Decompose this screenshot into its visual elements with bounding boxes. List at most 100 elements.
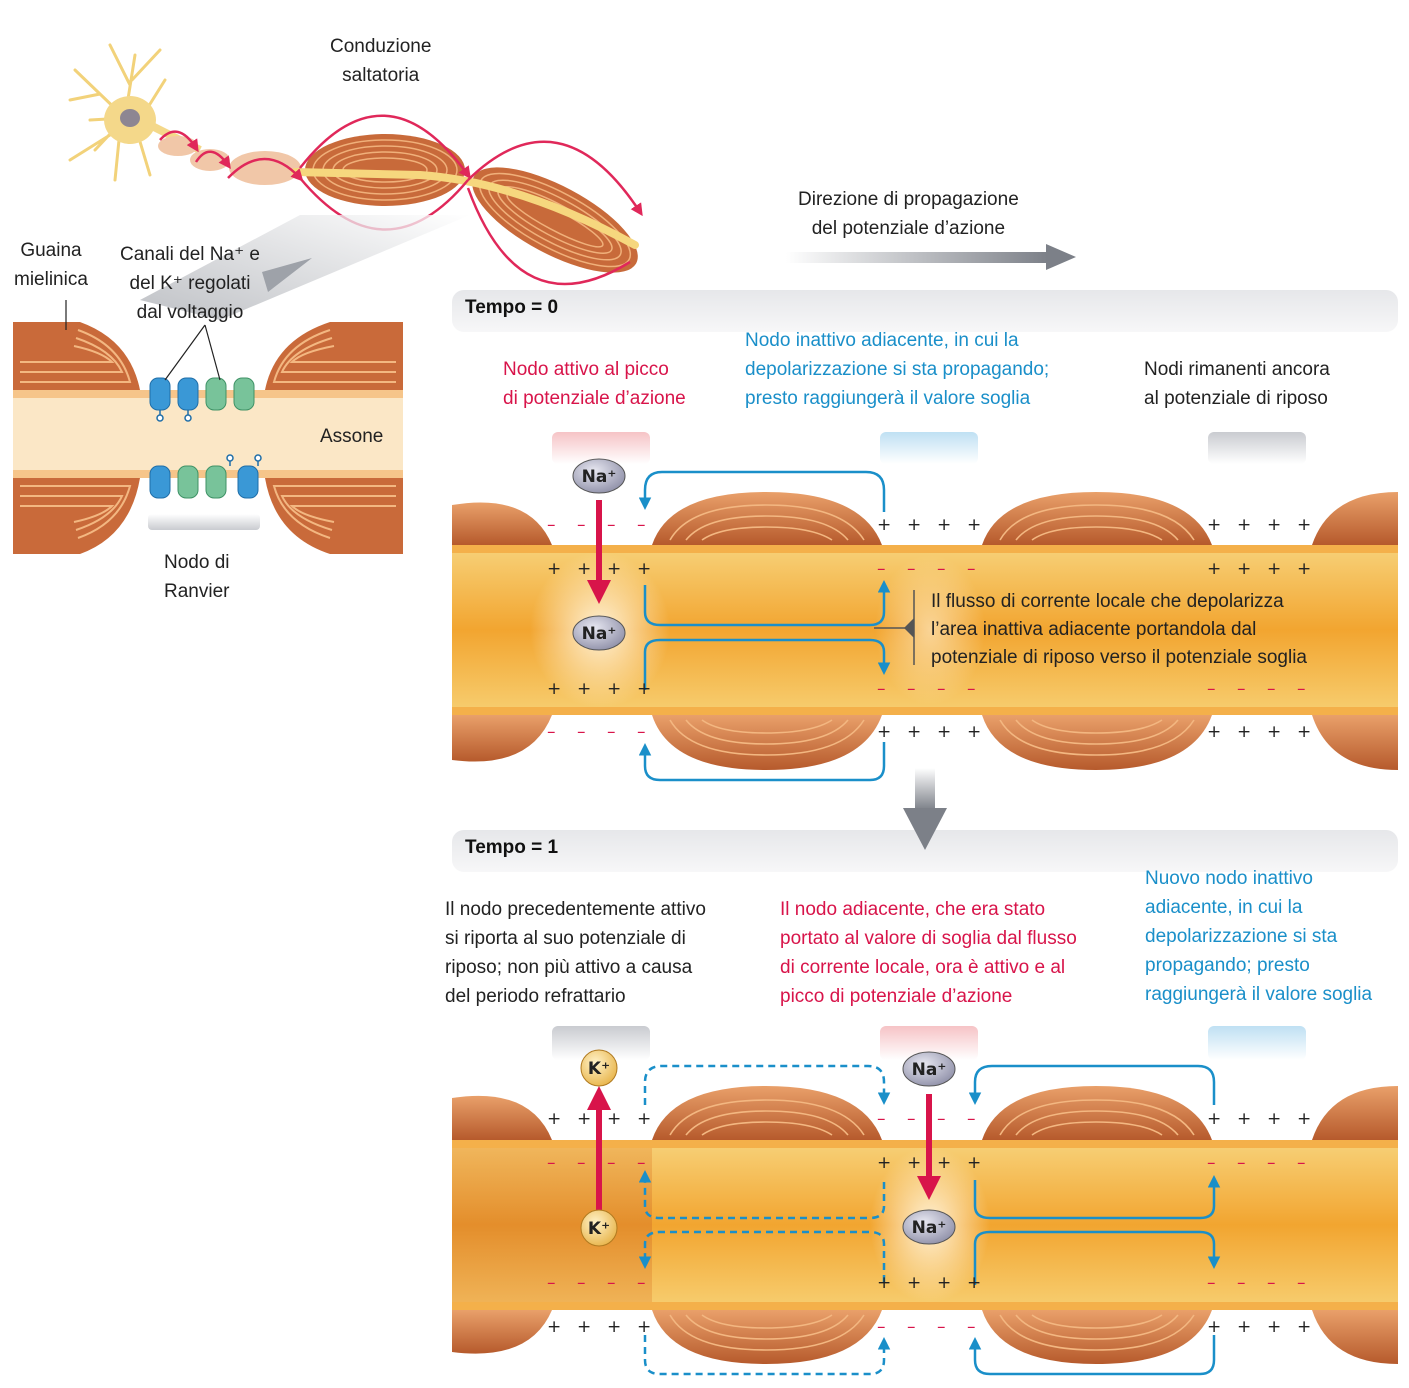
- tag-adj-t1: [880, 1026, 978, 1060]
- svg-text:+: +: [1237, 559, 1251, 579]
- voltage-gated-channels: [149, 377, 262, 499]
- svg-text:–: –: [967, 1317, 976, 1337]
- time0-bar: [452, 290, 1398, 332]
- svg-text:+: +: [907, 1153, 921, 1173]
- svg-text:+: +: [1297, 1317, 1311, 1337]
- svg-text:–: –: [607, 722, 616, 742]
- svg-text:–: –: [877, 559, 886, 579]
- svg-text:–: –: [1207, 679, 1216, 699]
- svg-text:–: –: [1237, 1273, 1246, 1293]
- na-ion-top-t1: Na⁺: [902, 1051, 956, 1087]
- svg-text:–: –: [937, 1317, 946, 1337]
- svg-text:–: –: [1297, 1273, 1306, 1293]
- zoom-arrow-icon: [262, 258, 312, 292]
- svg-text:–: –: [877, 1109, 886, 1129]
- svg-text:–: –: [547, 515, 556, 535]
- svg-text:–: –: [637, 515, 646, 535]
- k-ion-bottom-t1: K⁺: [580, 1209, 618, 1247]
- tag-new-t1: [1208, 1026, 1306, 1060]
- svg-text:+: +: [937, 1273, 951, 1293]
- svg-text:+: +: [1267, 1109, 1281, 1129]
- svg-text:+: +: [877, 515, 891, 535]
- svg-text:–: –: [637, 722, 646, 742]
- svg-text:+: +: [637, 559, 651, 579]
- node-bracket: [148, 514, 260, 530]
- svg-text:–: –: [907, 1109, 916, 1129]
- svg-text:+: +: [937, 1153, 951, 1173]
- svg-text:–: –: [937, 559, 946, 579]
- svg-text:–: –: [967, 679, 976, 699]
- charges-t0: –––– ++++ ++++ ++++ –––– ++++ ++++ –––– …: [547, 515, 1311, 742]
- svg-text:–: –: [607, 515, 616, 535]
- svg-text:+: +: [1207, 559, 1221, 579]
- na-ion-bottom-t0: Na⁺: [572, 615, 626, 651]
- svg-text:+: +: [1237, 1109, 1251, 1129]
- svg-text:+: +: [907, 1273, 921, 1293]
- svg-text:–: –: [637, 1153, 646, 1173]
- svg-text:–: –: [937, 679, 946, 699]
- svg-text:+: +: [907, 515, 921, 535]
- svg-text:+: +: [1237, 722, 1251, 742]
- svg-text:–: –: [547, 1153, 556, 1173]
- svg-text:+: +: [967, 515, 981, 535]
- axon-time0: [452, 492, 1398, 770]
- svg-text:–: –: [1297, 1153, 1306, 1173]
- local-current-t1: [968, 1064, 1221, 1376]
- time1-bar: [452, 830, 1398, 872]
- svg-text:–: –: [1207, 1273, 1216, 1293]
- time-transition-arrow: [903, 768, 947, 850]
- local-current-t0: [638, 470, 891, 782]
- tag-active-t0: [552, 432, 650, 464]
- svg-text:+: +: [577, 1317, 591, 1337]
- svg-text:+: +: [1207, 722, 1221, 742]
- svg-text:+: +: [637, 1109, 651, 1129]
- svg-text:+: +: [577, 559, 591, 579]
- charges-t1: ++++ –––– ++++ –––– ++++ –––– –––– ++++ …: [547, 1109, 1311, 1337]
- k-ion-top-t1: K⁺: [580, 1049, 618, 1087]
- svg-text:+: +: [637, 679, 651, 699]
- svg-text:–: –: [577, 722, 586, 742]
- svg-text:Na⁺: Na⁺: [582, 624, 617, 644]
- svg-text:+: +: [637, 1317, 651, 1337]
- na-ion-top-t0: Na⁺: [572, 458, 626, 494]
- svg-text:–: –: [1267, 1153, 1276, 1173]
- svg-text:–: –: [577, 1273, 586, 1293]
- svg-text:–: –: [637, 1273, 646, 1293]
- tag-inactive-t0: [880, 432, 978, 464]
- svg-text:–: –: [607, 1273, 616, 1293]
- svg-text:+: +: [937, 515, 951, 535]
- svg-text:–: –: [877, 679, 886, 699]
- svg-text:+: +: [907, 722, 921, 742]
- tag-prev-t1: [552, 1026, 650, 1060]
- svg-text:–: –: [1267, 679, 1276, 699]
- tag-resting-t0: [1208, 432, 1306, 464]
- na-ion-bottom-t1: Na⁺: [902, 1209, 956, 1245]
- svg-text:+: +: [1267, 722, 1281, 742]
- svg-text:Na⁺: Na⁺: [912, 1060, 947, 1080]
- svg-text:+: +: [1297, 559, 1311, 579]
- svg-text:–: –: [577, 1153, 586, 1173]
- svg-text:+: +: [1297, 515, 1311, 535]
- svg-text:+: +: [967, 1273, 981, 1293]
- svg-text:+: +: [877, 1273, 891, 1293]
- svg-text:+: +: [607, 1109, 621, 1129]
- svg-text:+: +: [937, 722, 951, 742]
- svg-text:+: +: [547, 1317, 561, 1337]
- svg-text:Na⁺: Na⁺: [912, 1218, 947, 1238]
- svg-text:+: +: [877, 722, 891, 742]
- svg-text:+: +: [1207, 515, 1221, 535]
- svg-text:–: –: [907, 1317, 916, 1337]
- svg-text:–: –: [937, 1109, 946, 1129]
- svg-text:+: +: [967, 1153, 981, 1173]
- node-of-ranvier-detail: [13, 300, 403, 554]
